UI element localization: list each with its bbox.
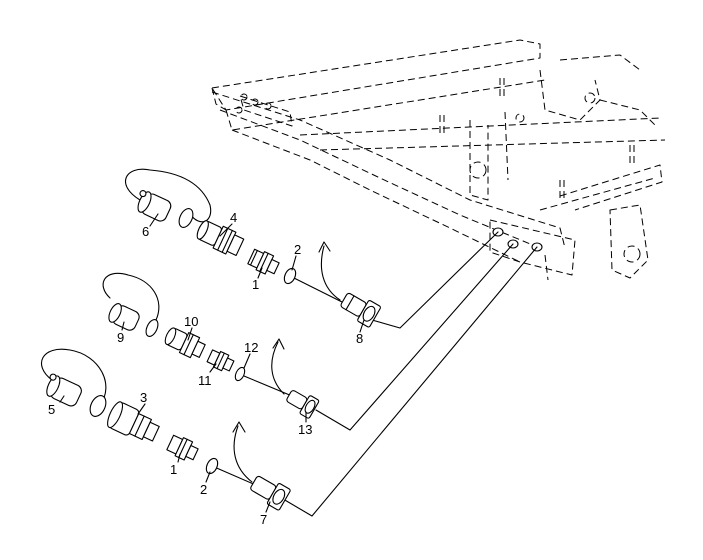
- callout-6: 6: [142, 224, 149, 239]
- callout-7: 7: [260, 512, 267, 527]
- bottom-coupler-assembly: [41, 348, 291, 511]
- dust-cap-9: [108, 303, 140, 331]
- top-coupler-assembly: [125, 168, 381, 328]
- coupler-10: [164, 327, 206, 359]
- coupler-4: [196, 220, 245, 257]
- adapter-1-top: [247, 248, 280, 275]
- callout-1-top: 1: [252, 277, 259, 292]
- callout-5: 5: [48, 402, 55, 417]
- callout-11: 11: [198, 373, 212, 388]
- dust-cap-6: [137, 190, 172, 222]
- dust-cap-5: [46, 373, 82, 407]
- o-ring-2-bottom: [205, 457, 219, 475]
- assembly-direction-arrows: [232, 241, 341, 483]
- frame-phantom-outline: [211, 39, 666, 281]
- callout-9: 9: [117, 330, 124, 345]
- o-ring-bottom-cap: [89, 395, 107, 417]
- callout-12: 12: [244, 340, 258, 355]
- callout-10: 10: [184, 314, 198, 329]
- hydraulic-hose-lines: [211, 231, 538, 517]
- callout-4: 4: [230, 210, 237, 225]
- adapter-1-bottom: [166, 434, 199, 461]
- fitting-7: [250, 475, 291, 511]
- fitting-13: [286, 390, 320, 419]
- o-ring-2-top: [283, 267, 297, 285]
- callout-leader-lines: [59, 213, 365, 513]
- adapter-11: [206, 349, 235, 372]
- o-ring-top-cap: [178, 208, 194, 228]
- callout-3: 3: [140, 390, 147, 405]
- callout-2-bottom: 2: [200, 482, 207, 497]
- bulkhead-mount-holes: [492, 227, 543, 252]
- callout-labels: 4 6 1 2 8 10 9 11 12 13 3 5 1 2 7: [48, 210, 363, 527]
- o-ring-12: [234, 366, 246, 382]
- callout-8: 8: [356, 331, 363, 346]
- callout-1-bottom: 1: [170, 462, 177, 477]
- o-ring-middle-cap: [145, 319, 159, 337]
- callout-13: 13: [298, 422, 312, 437]
- fitting-8: [340, 292, 381, 328]
- coupler-3: [107, 401, 160, 442]
- callout-2-top: 2: [294, 242, 301, 257]
- middle-coupler-assembly: [102, 272, 320, 419]
